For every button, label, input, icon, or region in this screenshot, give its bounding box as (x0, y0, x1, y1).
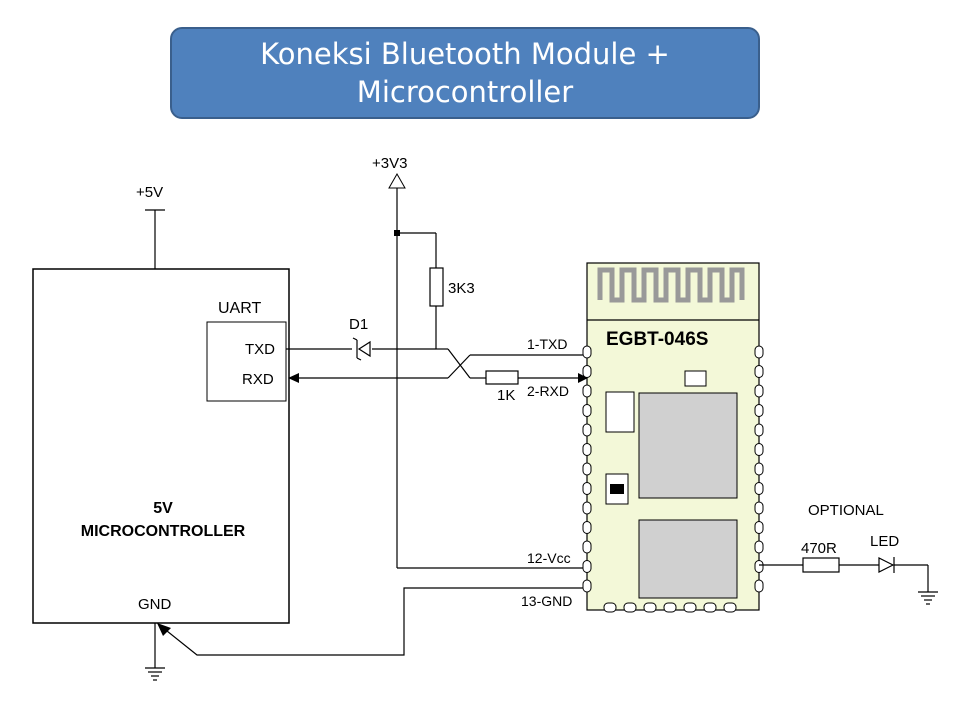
title-line-1: Koneksi Bluetooth Module + (260, 37, 670, 71)
module-pad (603, 602, 617, 613)
module-pad (723, 602, 737, 613)
label-mcu-5v: 5V (153, 500, 173, 517)
label-module-name: EGBT-046S (606, 329, 708, 350)
label-3k3: 3K3 (448, 280, 475, 297)
module-pad (754, 579, 764, 593)
label-mcu-name: MICROCONTROLLER (81, 523, 246, 540)
title-line-2: Microcontroller (356, 75, 574, 109)
module-pad (582, 540, 592, 554)
module-pads-right (754, 345, 764, 593)
module-pad (754, 345, 764, 359)
module-pad (754, 540, 764, 554)
module-pad (623, 602, 637, 613)
label-optional: OPTIONAL (808, 502, 884, 519)
bluetooth-module (586, 262, 760, 611)
module-pad (582, 345, 592, 359)
module-pad (582, 560, 592, 573)
module-pad (754, 423, 764, 437)
module-pad (582, 443, 592, 456)
module-pad (754, 443, 764, 456)
chip-main (638, 392, 738, 499)
module-pad (754, 365, 764, 378)
module-pad (582, 384, 592, 398)
module-pad (703, 602, 717, 613)
led-icon (878, 557, 895, 573)
module-pad (754, 404, 764, 417)
module-pad (643, 602, 657, 613)
diode-d1 (352, 337, 371, 361)
label-pin1-txd: 1-TXD (527, 336, 567, 352)
label-uart: UART (218, 300, 261, 317)
resistor-3k3 (429, 267, 444, 307)
uart-box (206, 321, 287, 402)
chip-secondary (638, 519, 738, 599)
ground-symbol-mcu (145, 667, 165, 681)
module-pad (754, 462, 764, 476)
module-pad (683, 602, 697, 613)
label-txd: TXD (245, 341, 275, 358)
module-pad (754, 521, 764, 534)
label-pin13-gnd: 13-GND (521, 593, 572, 609)
label-pin2-rxd: 2-RXD (527, 383, 569, 399)
module-pad (663, 602, 677, 613)
label-3v3: +3V3 (372, 155, 407, 172)
module-pad (582, 482, 592, 495)
resistor-1k (485, 370, 519, 385)
label-5v: +5V (136, 184, 163, 201)
label-d1: D1 (349, 316, 368, 333)
label-gnd: GND (138, 596, 172, 613)
label-rxd: RXD (242, 371, 274, 388)
module-pads-bottom (603, 602, 737, 613)
module-pad (754, 501, 764, 515)
label-led: LED (870, 533, 899, 550)
module-pad (582, 579, 592, 593)
module-pad (754, 482, 764, 495)
antenna-trace-icon (597, 267, 745, 303)
label-470r: 470R (801, 540, 837, 557)
label-1k: 1K (497, 387, 515, 404)
module-pad (582, 365, 592, 378)
module-pad (582, 404, 592, 417)
module-pad (582, 462, 592, 476)
label-pin12-vcc: 12-Vcc (527, 550, 571, 566)
module-pad (754, 560, 764, 573)
module-pad (582, 501, 592, 515)
ground-symbol-led (918, 591, 938, 605)
module-pad (754, 384, 764, 398)
module-pad (582, 423, 592, 437)
module-pad (582, 521, 592, 534)
module-pads-left (582, 345, 592, 593)
resistor-470r (802, 557, 840, 573)
title-banner: Koneksi Bluetooth Module + Microcontroll… (170, 27, 760, 119)
